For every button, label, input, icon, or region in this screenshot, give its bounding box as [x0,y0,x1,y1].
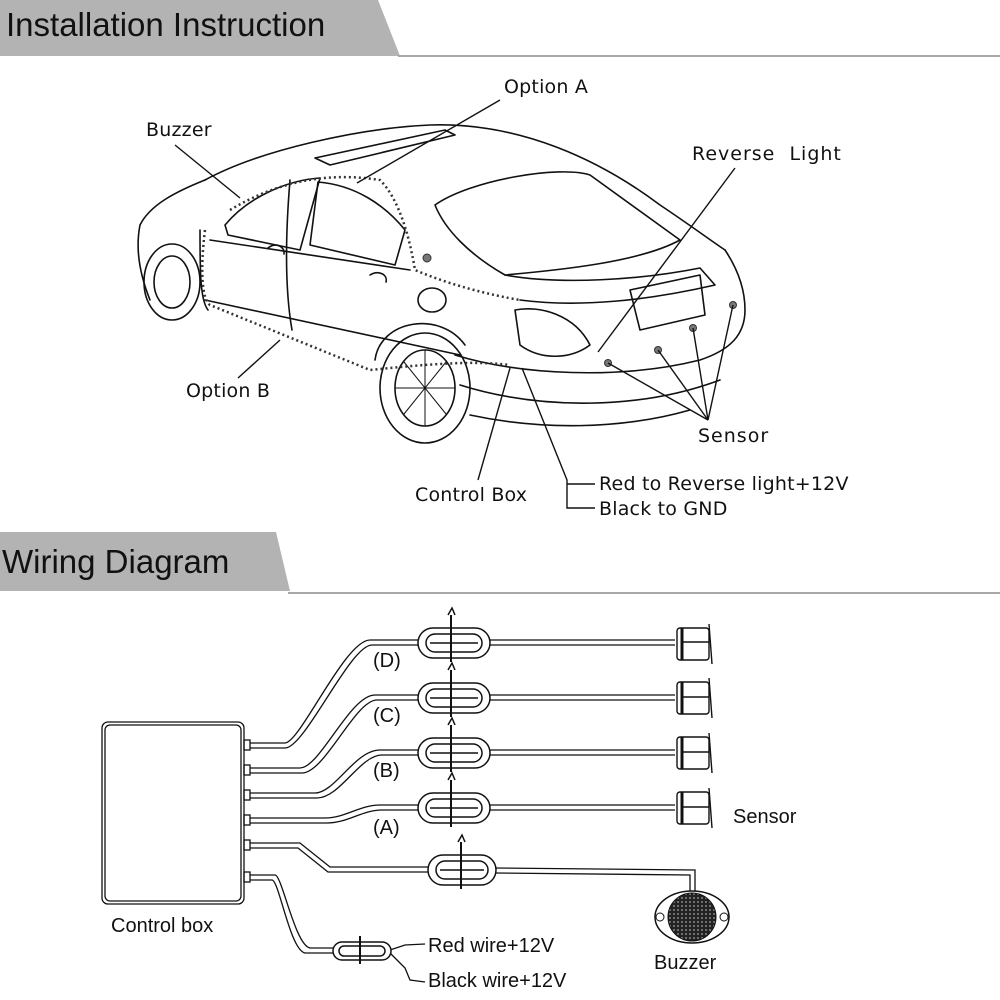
buzzer-dot [422,253,432,263]
installation-banner [0,0,400,56]
label-channel-b: (B) [373,760,400,782]
label-red-wire: Red wire+12V [428,935,555,957]
label-buzzer: Buzzer [146,119,212,141]
wiring-rule [288,592,1000,594]
leader-control-box [477,367,511,481]
label-black-wire: Black wire+12V [428,970,567,992]
front-wheel [143,243,201,321]
rear-window [434,171,681,276]
sensor-b [676,732,713,774]
label-option-a: Option A [504,76,589,98]
label-sensor-top: Sensor [698,425,770,447]
wire-a [250,804,420,819]
wiring-title: Wiring Diagram [2,543,230,580]
label-control-box: Control box [111,915,214,937]
clip-power [332,936,392,964]
license-plate [629,274,706,331]
clip-c [417,661,491,717]
sensor-a [676,787,713,829]
option-a-route [229,175,521,302]
car-illustration [137,99,746,509]
rear-side-window [309,181,406,266]
leader-option-a [356,99,501,184]
leader-option-b [237,339,281,379]
tail-light [514,308,591,357]
rear-wheel [379,332,471,444]
installation-rule [398,55,1000,57]
wire-b [250,749,420,794]
label-control-box-top: Control Box [415,484,528,506]
clip-d [417,606,491,662]
car-roof [204,124,726,251]
clip-b [417,716,491,772]
trunk-lid [504,267,716,304]
car-front-hood [137,179,206,301]
label-channel-d: (D) [373,650,401,672]
sensor-c [676,677,713,719]
leader-reverse-light [597,167,736,353]
label-buzzer: Buzzer [654,952,717,974]
wire-power [250,874,335,949]
wire-c [250,694,420,769]
label-reverse-light: Reverse Light [692,143,842,165]
front-window [224,177,321,251]
leader-sensor [607,362,709,421]
label-channel-c: (C) [373,705,401,727]
wire-clips [332,606,497,964]
clip-buzzer [427,833,497,889]
label-red-reverse: Red to Reverse light+12V [599,473,849,495]
clip-a [417,771,491,827]
label-sensor: Sensor [733,806,797,828]
wiring-banner [0,532,290,591]
buzzer-device [654,890,730,944]
leader-wires [521,367,595,509]
installation-title: Installation Instruction [6,6,326,43]
rear-bumper [454,249,746,374]
sensor-d [676,623,713,665]
control-box-ports [243,739,251,883]
sunroof [314,129,456,166]
label-black-gnd: Black to GND [599,498,728,520]
control-box [101,721,245,905]
wire-d [250,639,420,744]
label-channel-a: (A) [373,817,400,839]
label-option-b: Option B [186,380,271,402]
wire-buzzer [250,842,430,868]
leader-buzzer [174,144,241,199]
